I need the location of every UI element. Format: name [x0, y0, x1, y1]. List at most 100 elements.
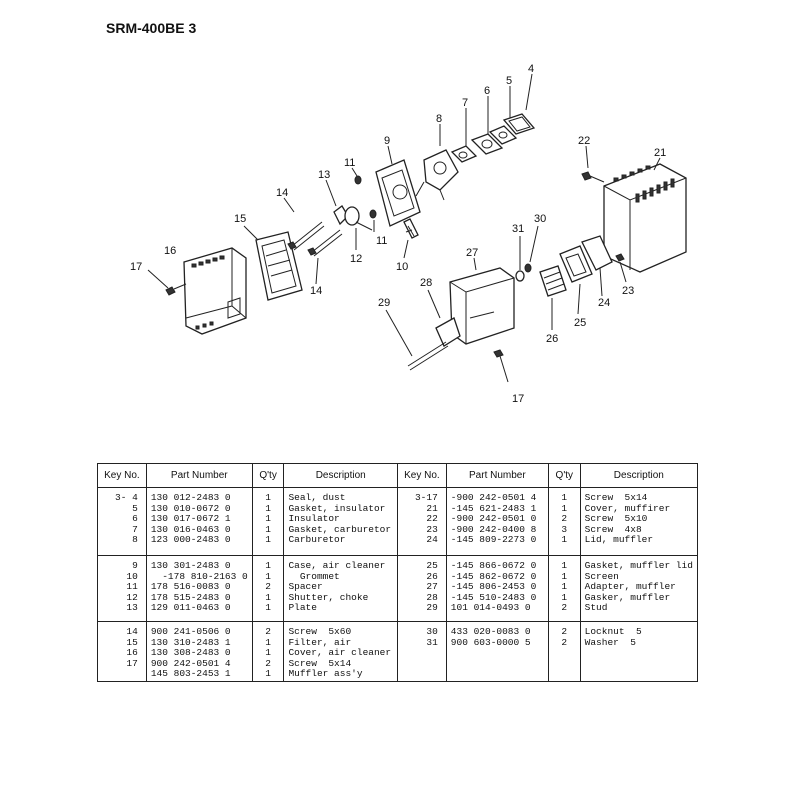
cell-part: -145 809-2273 0 — [450, 534, 537, 545]
cell-key — [102, 669, 142, 680]
cell-part: 129 011-0463 0 — [150, 602, 231, 613]
cell-key: 30 — [426, 626, 438, 637]
key-label-11b: 11 — [376, 235, 387, 247]
cell-qty: 2 — [265, 657, 271, 669]
cell-part: 130 310-2483 1 — [150, 636, 231, 648]
cell-desc: Cover, muffirer — [584, 502, 671, 514]
key-label-23: 23 — [622, 285, 634, 297]
cell-key: 25 — [426, 560, 438, 571]
cell-desc: Case, air cleaner — [288, 560, 386, 571]
cell-part: 900 241-0506 0 — [150, 626, 231, 637]
part-30-locknut — [524, 225, 539, 273]
key-label-29: 29 — [378, 297, 390, 309]
key-label-4: 4 — [528, 63, 534, 75]
part-24-muffler-lid — [581, 235, 613, 297]
cell-desc: Filter, air — [288, 636, 352, 648]
cell-qty: 1 — [265, 492, 271, 503]
key-label-31: 31 — [512, 223, 524, 235]
cell-part: 123 000-2483 0 — [150, 534, 231, 545]
key-label-25: 25 — [574, 317, 586, 329]
cell-part: 900 603-0000 5 — [450, 636, 531, 648]
cell-qty: 2 — [265, 581, 271, 592]
key-label-5: 5 — [506, 75, 512, 87]
cell-desc: Cover, air cleaner — [288, 647, 392, 658]
cell-key: 26 — [426, 570, 438, 582]
cell-part: 130 308-2483 0 — [150, 647, 231, 658]
part-12-choke-shutter — [344, 206, 373, 250]
cell-qty: 2 — [265, 626, 271, 637]
part-29-stud — [385, 309, 449, 371]
part-9-air-cleaner-case — [375, 145, 421, 227]
cell-part: 900 242-0501 4 — [150, 657, 231, 669]
key-label-24: 24 — [598, 297, 610, 309]
cell-part: -145 866-0672 0 — [450, 560, 537, 571]
part-27-muffler-adapter — [449, 257, 515, 345]
part-8-carburetor — [415, 124, 459, 201]
header-key-no: Key No. — [97, 463, 147, 488]
cell-qty: 1 — [561, 570, 568, 582]
cell-qty: 1 — [561, 502, 568, 514]
part-6-insulator — [470, 96, 504, 155]
part-11-spacers — [351, 167, 377, 232]
key-label-7: 7 — [462, 97, 468, 109]
key-label-8: 8 — [436, 113, 442, 125]
cell-qty: 1 — [561, 560, 568, 571]
cell-desc: Washer 5 — [584, 636, 636, 648]
cell-part: 178 516-0083 0 — [150, 581, 231, 592]
header-part-number: Part Number — [446, 463, 549, 488]
key-label-30: 30 — [534, 213, 546, 225]
cell-qty: 1 — [265, 560, 271, 571]
cell-key: 5 — [132, 502, 138, 514]
key-label-21: 21 — [654, 147, 666, 159]
key-label-6: 6 — [484, 85, 490, 97]
part-21-muffler-cover — [603, 157, 687, 273]
part-4-dust-seal — [502, 73, 536, 135]
cell-desc: Gasket, insulator — [288, 502, 386, 514]
cell-key: 23 — [426, 523, 438, 535]
cell-qty: 1 — [561, 581, 568, 592]
key-label-14a: 14 — [276, 187, 288, 199]
cell-key: 3- 4 — [115, 492, 138, 503]
key-label-11a: 11 — [344, 157, 355, 169]
part-5-insulator-gasket — [488, 86, 518, 145]
cell-qty: 1 — [265, 534, 271, 545]
key-label-13: 13 — [318, 169, 330, 181]
cell-desc: Screw 5x60 — [288, 626, 352, 637]
cell-part: -900 242-0501 4 — [450, 492, 537, 503]
cell-part: -145 862-0672 0 — [450, 570, 537, 582]
cell-desc: Shutter, choke — [288, 591, 369, 603]
cell-part: -900 242-0400 8 — [450, 523, 537, 535]
key-label-22: 22 — [578, 135, 590, 147]
exploded-parts-diagram: 4 5 6 7 8 9 10 11 11 12 13 14 14 15 16 1… — [130, 63, 687, 405]
cell-qty: 2 — [561, 626, 568, 637]
cell-key: 17 — [126, 657, 138, 669]
cell-key: 29 — [426, 602, 438, 613]
part-10-grommet — [403, 218, 419, 259]
cell-qty: 1 — [561, 492, 568, 503]
cell-key: 11 — [126, 581, 138, 592]
header-description: Description — [283, 463, 398, 488]
cell-qty: 1 — [265, 591, 271, 603]
cell-key: 7 — [132, 523, 138, 535]
key-label-16: 16 — [164, 245, 176, 257]
cell-part: -145 621-2483 1 — [450, 502, 537, 514]
cell-key: 28 — [426, 591, 438, 603]
header-part-number: Part Number — [146, 463, 253, 488]
cell-qty: 2 — [561, 636, 568, 648]
key-label-27: 27 — [466, 247, 478, 259]
part-23-screw — [615, 253, 627, 283]
cell-part: 433 020-0083 0 — [450, 626, 531, 637]
col-part-right: -900 242-0501 4-145 621-2483 1 -900 242-0… — [446, 487, 549, 556]
